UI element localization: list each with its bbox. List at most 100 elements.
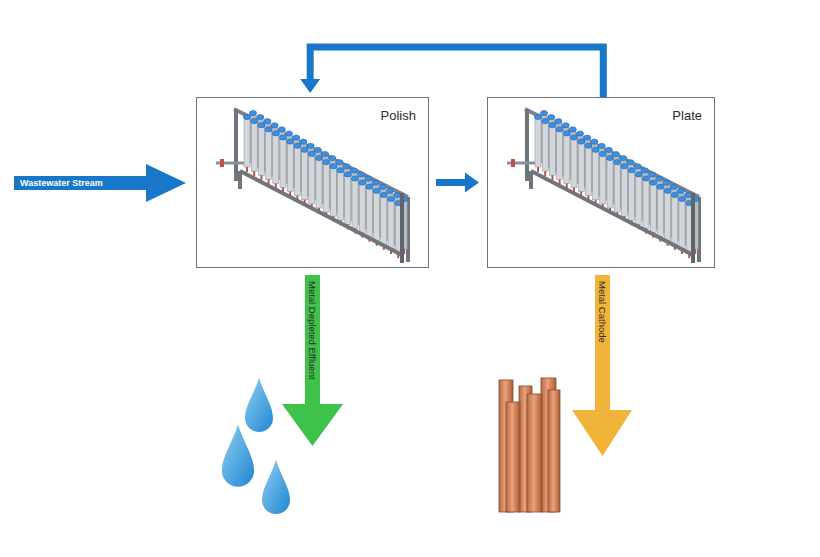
flow-arrow (300, 47, 603, 97)
cell-cylinder (549, 125, 555, 175)
valve (511, 159, 515, 167)
cell-cap (663, 180, 670, 185)
cell-cap (251, 119, 258, 124)
cell-cap (576, 131, 583, 136)
cell-cylinder (672, 195, 678, 245)
cell-cylinder (643, 179, 649, 229)
cell-cap (585, 143, 592, 148)
flow-arrow (436, 173, 479, 193)
cell-cap (621, 164, 628, 169)
cell-cap (257, 115, 264, 120)
cell-cylinder (374, 191, 380, 241)
cell-cap (243, 114, 250, 119)
frame-beam (240, 171, 402, 255)
cell-cap (265, 127, 272, 132)
cell-cylinder (665, 191, 671, 241)
cell-cap (684, 192, 691, 197)
copper-rod (506, 402, 520, 512)
cell-cap (285, 131, 292, 136)
box-title: Polish (381, 108, 416, 123)
cell-cap (605, 147, 612, 152)
cell-cap (592, 147, 599, 152)
frame-leg (400, 193, 404, 263)
cell-cap (542, 119, 549, 124)
cell-cylinder (585, 146, 591, 196)
cell-cap (656, 176, 663, 181)
cell-cap (321, 151, 328, 156)
cell-cap (293, 135, 300, 140)
cell-cap (648, 172, 655, 177)
cell-cap (373, 188, 380, 193)
electrowinning-skid (507, 109, 699, 263)
cell-cylinder (381, 195, 387, 245)
cell-cap (642, 176, 649, 181)
cell-cap (301, 147, 308, 152)
cell-cylinder (650, 183, 656, 233)
cell-cap (336, 160, 343, 165)
cell-cylinder (535, 117, 541, 167)
cell-cap (337, 168, 344, 173)
cell-outlet (537, 167, 539, 172)
process-box: Plate (487, 97, 715, 268)
cell-cylinder (258, 125, 264, 175)
frame-leg (525, 109, 529, 181)
cell-outlet (544, 171, 546, 176)
cell-cylinder (564, 133, 570, 183)
cell-cylinder (294, 146, 300, 196)
cell-cylinder (607, 158, 613, 208)
cell-cylinder (251, 121, 257, 171)
frame-leg (529, 171, 533, 189)
cell-cap (606, 155, 613, 160)
cell-cap (657, 184, 664, 189)
cell-cylinder (273, 133, 279, 183)
cell-cap (380, 192, 387, 197)
cell-cylinder (578, 142, 584, 192)
cell-cylinder (330, 166, 336, 216)
cell-cylinder (366, 187, 372, 237)
cell-cylinder (593, 150, 599, 200)
cell-cap (591, 139, 598, 144)
cell-cap (534, 114, 541, 119)
cell-cylinder (309, 154, 315, 204)
water-drop (262, 460, 290, 514)
cell-cylinder (679, 199, 685, 249)
cell-cap (614, 160, 621, 165)
cell-cap (351, 176, 358, 181)
cell-cap (359, 180, 366, 185)
cell-cap (315, 155, 322, 160)
frame-leg (234, 109, 238, 181)
cell-cap (670, 184, 677, 189)
cell-cylinder (266, 129, 272, 179)
cell-cap (578, 139, 585, 144)
box-title: Plate (672, 108, 702, 123)
frame-beam (531, 171, 693, 255)
cell-cap (366, 184, 373, 189)
cell-cylinder (302, 150, 308, 200)
cell-cap (278, 127, 285, 132)
water-drop (222, 425, 254, 487)
cell-cap (344, 172, 351, 177)
cell-cap (620, 156, 627, 161)
cell-cap (343, 164, 350, 169)
cell-cylinder (280, 138, 286, 188)
cell-cylinder (657, 187, 663, 237)
cell-cylinder (542, 121, 548, 171)
cell-cap (641, 168, 648, 173)
cell-cap (584, 135, 591, 140)
cell-cap (287, 139, 294, 144)
stream-label: Wastewater Stream (20, 176, 103, 190)
cell-cylinder (571, 138, 577, 188)
cell-cap (635, 172, 642, 177)
cell-cap (379, 184, 386, 189)
cell-outlet (246, 167, 248, 172)
cell-cap (271, 123, 278, 128)
cell-cap (599, 151, 606, 156)
cell-cap (294, 143, 301, 148)
output-label: Metal Depleted Effluent (305, 281, 320, 380)
cell-cap (612, 151, 619, 156)
cell-cap (634, 164, 641, 169)
cell-cap (350, 168, 357, 173)
cell-cap (365, 176, 372, 181)
